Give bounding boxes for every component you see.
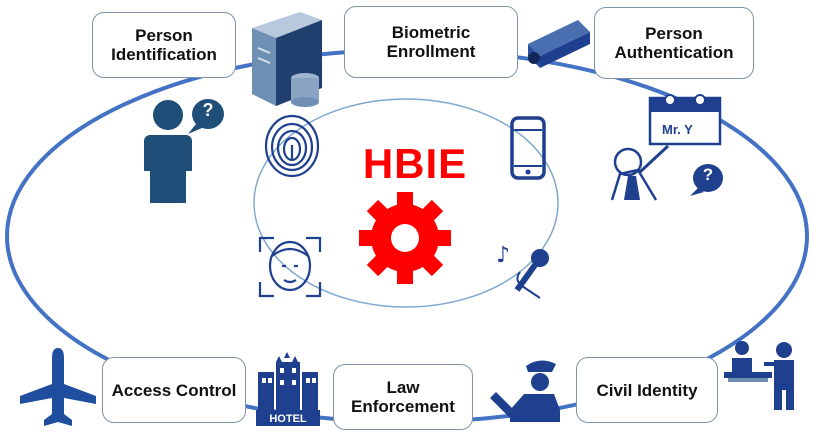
svg-text:♪: ♪ <box>496 243 510 268</box>
question-mark-left: ? <box>202 100 214 120</box>
face-scan-icon <box>258 236 322 298</box>
police-officer-icon <box>490 360 560 422</box>
fingerprint-icon <box>264 114 320 178</box>
server-icon <box>252 12 322 107</box>
airplane-icon <box>20 348 96 426</box>
access-control-box: Access Control <box>102 357 246 423</box>
biometric-enrollment-box: Biometric Enrollment <box>344 6 518 78</box>
law-enforcement-box: Law Enforcement <box>333 364 473 430</box>
camera-icon <box>528 20 590 68</box>
microphone-icon: ♪ <box>496 243 549 299</box>
hotel-sign-text: HOTEL <box>269 413 307 425</box>
person-identification-box: Person Identification <box>92 12 236 78</box>
phone-icon <box>510 116 546 180</box>
question-mark-right: ? <box>702 165 714 184</box>
reception-desk-icon <box>724 341 794 410</box>
center-title: HBIE <box>362 140 468 187</box>
person-authentication-box: Person Authentication <box>594 7 754 79</box>
gear-icon <box>359 192 451 284</box>
hotel-icon: HOTEL <box>256 352 320 426</box>
civil-identity-box: Civil Identity <box>576 357 718 423</box>
name-sign-text: Mr. Y <box>662 122 693 137</box>
person-question-icon <box>144 99 224 203</box>
name-card-person-icon: Mr. Y <box>610 94 723 201</box>
inner-ring <box>253 98 559 308</box>
